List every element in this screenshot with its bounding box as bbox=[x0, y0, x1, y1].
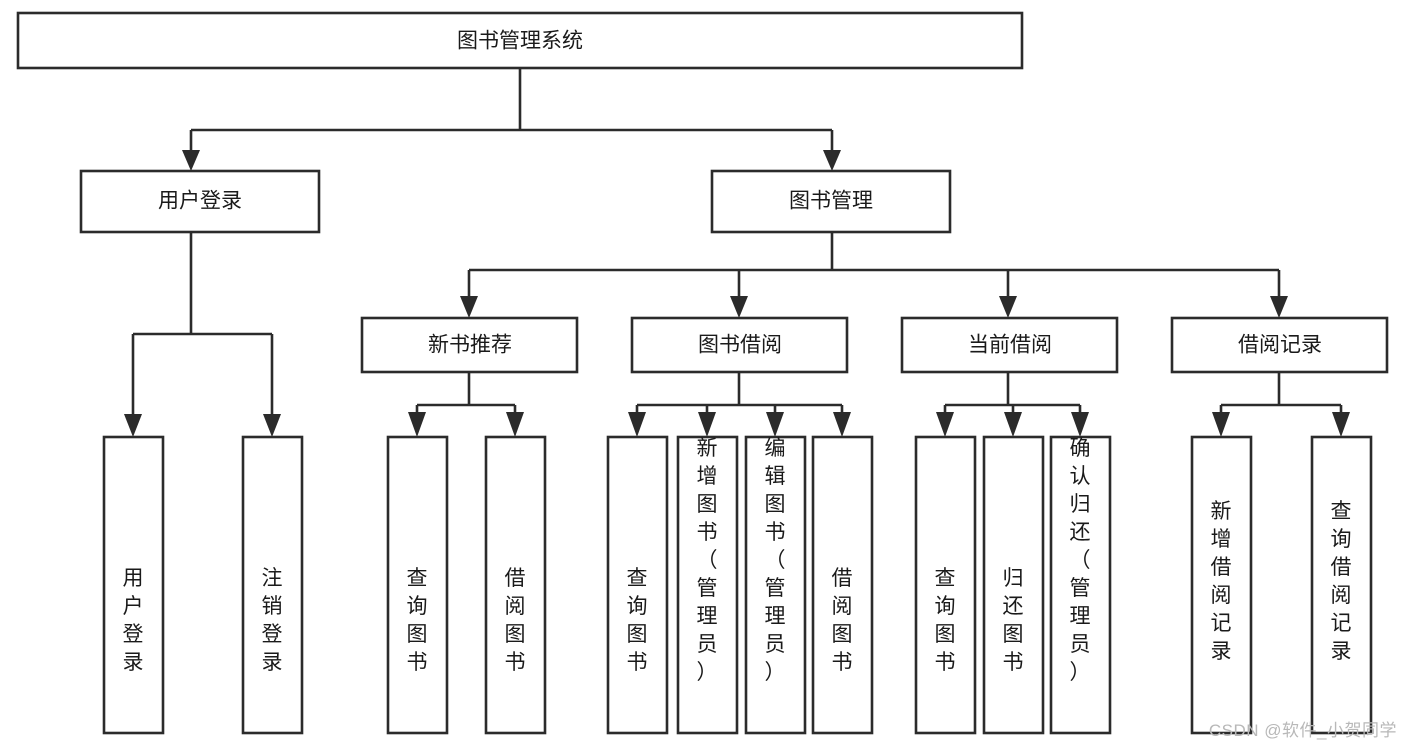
arrow-head-to-book-manage bbox=[823, 150, 841, 171]
leaf-node-logout[interactable]: 注销登录 bbox=[241, 435, 304, 735]
leaf-node-bb-add-book[interactable]: 新增图书（管理员） bbox=[676, 435, 739, 735]
arrow-head-bb-leaf-4 bbox=[833, 412, 851, 437]
arrow-head-leaf-logout bbox=[263, 414, 281, 437]
leaf-node-bb-borrow-book-label: 借阅图书 bbox=[832, 567, 853, 674]
arrow-head-cb-leaf-3 bbox=[1071, 412, 1089, 437]
leaf-node-nb-borrow-book[interactable]: 借阅图书 bbox=[484, 435, 547, 735]
leaf-node-bb-query-book-box bbox=[606, 435, 669, 735]
arrow-head-to-user-login bbox=[182, 150, 200, 171]
connectors-current-borrow-to-leaves bbox=[936, 372, 1089, 437]
node-user-login[interactable]: 用户登录 bbox=[79, 169, 321, 234]
node-root-system-box bbox=[16, 11, 1024, 70]
leaf-node-bb-edit-book-box bbox=[744, 435, 807, 735]
arrow-head-cb-leaf-2 bbox=[1004, 412, 1022, 437]
leaf-node-cb-confirm-return-box bbox=[1049, 435, 1112, 735]
leaf-node-br-query-record-label: 查询借阅记录 bbox=[1331, 500, 1352, 663]
node-book-borrow[interactable]: 图书借阅 bbox=[630, 316, 849, 374]
leaf-node-br-add-record-box bbox=[1190, 435, 1253, 735]
arrow-head-bb-leaf-1 bbox=[628, 412, 646, 437]
connectors-book-borrow-to-leaves bbox=[628, 372, 851, 437]
leaf-node-cb-return-book[interactable]: 归还图书 bbox=[982, 435, 1045, 735]
leaf-node-cb-query-book-box bbox=[914, 435, 977, 735]
leaf-node-br-query-record-box bbox=[1310, 435, 1373, 735]
leaf-node-nb-query-book-box bbox=[386, 435, 449, 735]
leaf-node-cb-query-book-label: 查询图书 bbox=[935, 567, 956, 674]
arrow-head-nb-leaf-2 bbox=[506, 412, 524, 437]
arrow-head-br-leaf-2 bbox=[1332, 412, 1350, 437]
node-new-book-recommend-box bbox=[360, 316, 579, 374]
arrow-head-to-current-borrow bbox=[999, 296, 1017, 318]
leaf-node-bb-add-book-label: 新增图书（管理员） bbox=[697, 437, 718, 684]
leaf-node-nb-query-book[interactable]: 查询图书 bbox=[386, 435, 449, 735]
leaf-node-nb-borrow-book-label: 借阅图书 bbox=[505, 567, 526, 674]
leaf-node-br-query-record[interactable]: 查询借阅记录 bbox=[1310, 435, 1373, 735]
node-new-book-recommend[interactable]: 新书推荐 bbox=[360, 316, 579, 374]
node-book-borrow-box bbox=[630, 316, 849, 374]
arrow-head-nb-leaf-1 bbox=[408, 412, 426, 437]
leaf-node-bb-add-book-box bbox=[676, 435, 739, 735]
node-user-login-box bbox=[79, 169, 321, 234]
arrow-head-to-new-book bbox=[460, 296, 478, 318]
leaf-node-user-login-box bbox=[102, 435, 165, 735]
leaf-node-cb-return-book-box bbox=[982, 435, 1045, 735]
node-book-borrow-label: 图书借阅 bbox=[698, 334, 782, 357]
leaf-node-cb-return-book-label: 归还图书 bbox=[1003, 567, 1024, 674]
arrow-head-bb-leaf-2 bbox=[698, 412, 716, 437]
leaf-node-bb-borrow-book[interactable]: 借阅图书 bbox=[811, 435, 874, 735]
node-book-manage[interactable]: 图书管理 bbox=[710, 169, 952, 234]
node-borrow-record[interactable]: 借阅记录 bbox=[1170, 316, 1389, 374]
node-book-manage-label: 图书管理 bbox=[789, 190, 873, 213]
leaf-node-cb-confirm-return-label: 确认归还（管理员） bbox=[1070, 437, 1091, 684]
leaf-node-bb-edit-book-label: 编辑图书（管理员） bbox=[765, 437, 786, 684]
leaf-node-logout-box bbox=[241, 435, 304, 735]
node-book-manage-box bbox=[710, 169, 952, 234]
arrow-head-bb-leaf-3 bbox=[766, 412, 784, 437]
leaf-node-bb-query-book[interactable]: 查询图书 bbox=[606, 435, 669, 735]
leaf-node-cb-confirm-return[interactable]: 确认归还（管理员） bbox=[1049, 435, 1112, 735]
node-current-borrow-label: 当前借阅 bbox=[968, 334, 1052, 357]
node-borrow-record-label: 借阅记录 bbox=[1238, 334, 1322, 357]
node-borrow-record-box bbox=[1170, 316, 1389, 374]
arrow-head-to-borrow-record bbox=[1270, 296, 1288, 318]
leaf-node-nb-query-book-label: 查询图书 bbox=[407, 567, 428, 674]
connectors-user-login-to-leaves bbox=[124, 232, 281, 437]
connectors-new-book-to-leaves bbox=[408, 372, 524, 437]
leaf-node-user-login-label: 用户登录 bbox=[123, 567, 144, 674]
leaf-node-user-login[interactable]: 用户登录 bbox=[102, 435, 165, 735]
node-root-system-label: 图书管理系统 bbox=[457, 30, 583, 53]
node-user-login-label: 用户登录 bbox=[158, 190, 242, 213]
leaf-node-logout-label: 注销登录 bbox=[262, 567, 283, 674]
leaf-node-cb-query-book[interactable]: 查询图书 bbox=[914, 435, 977, 735]
node-root-system[interactable]: 图书管理系统 bbox=[16, 11, 1024, 70]
arrow-head-cb-leaf-1 bbox=[936, 412, 954, 437]
leaf-node-bb-query-book-label: 查询图书 bbox=[627, 567, 648, 674]
connectors-root-to-level2 bbox=[182, 68, 841, 171]
node-current-borrow-box bbox=[900, 316, 1119, 374]
leaf-node-nb-borrow-book-box bbox=[484, 435, 547, 735]
node-current-borrow[interactable]: 当前借阅 bbox=[900, 316, 1119, 374]
leaf-node-br-add-record-label: 新增借阅记录 bbox=[1211, 500, 1232, 663]
arrow-head-br-leaf-1 bbox=[1212, 412, 1230, 437]
arrow-head-leaf-user-login bbox=[124, 414, 142, 437]
node-new-book-recommend-label: 新书推荐 bbox=[428, 334, 512, 357]
leaf-node-bb-edit-book[interactable]: 编辑图书（管理员） bbox=[744, 435, 807, 735]
arrow-head-to-book-borrow bbox=[730, 296, 748, 318]
connectors-borrow-record-to-leaves bbox=[1212, 372, 1350, 437]
leaf-node-bb-borrow-book-box bbox=[811, 435, 874, 735]
connectors-book-manage-to-level3 bbox=[460, 232, 1288, 318]
leaf-node-br-add-record[interactable]: 新增借阅记录 bbox=[1190, 435, 1253, 735]
